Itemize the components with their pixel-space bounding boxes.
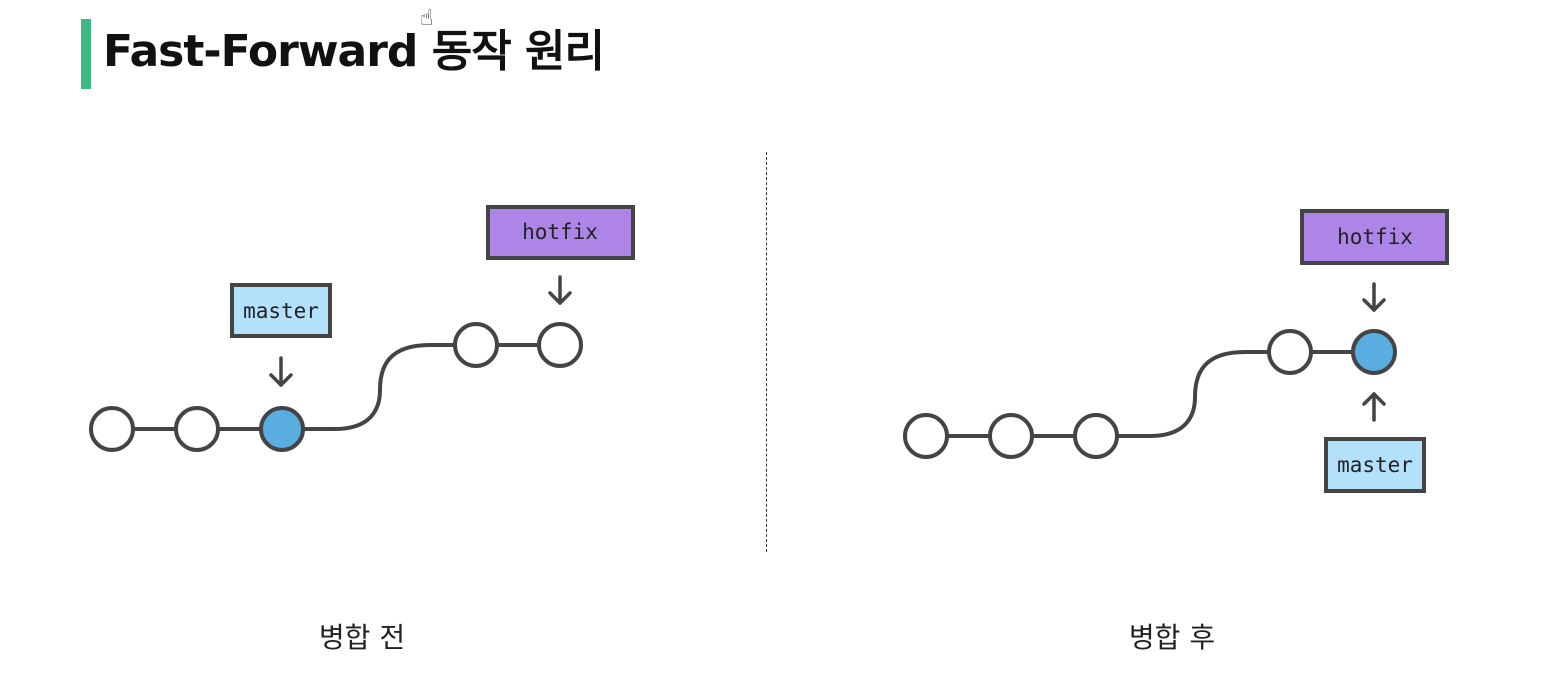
hotfix-branch-label: hotfix [1300, 209, 1449, 265]
arrow-up-icon [1362, 392, 1386, 422]
master-branch-label: master [1324, 437, 1426, 493]
commit-node [537, 322, 583, 368]
commit-node-current [259, 406, 305, 452]
commit-node-current [1351, 329, 1397, 375]
commit-node [453, 322, 499, 368]
commit-node [988, 413, 1034, 459]
commit-node [89, 406, 135, 452]
arrow-down-icon [269, 356, 293, 387]
commit-node [1267, 329, 1313, 375]
panel-divider [766, 152, 767, 552]
master-label-text: master [1337, 453, 1413, 477]
hotfix-label-text: hotfix [1337, 225, 1413, 249]
panel-after-merge: hotfix master [903, 209, 1449, 493]
master-branch-label: master [230, 283, 332, 338]
caption-after-merge: 병합 후 [1128, 621, 1216, 654]
master-label-text: master [243, 299, 319, 323]
commit-node [903, 413, 949, 459]
hand-cursor-icon: ☝ [420, 6, 434, 31]
commit-line [926, 350, 1374, 438]
panel-before-merge: master hotfix [89, 205, 635, 452]
arrow-down-icon [548, 275, 572, 305]
title-accent-bar [81, 19, 91, 89]
commit-node [174, 406, 220, 452]
caption-before-merge: 병합 전 [318, 621, 406, 654]
commit-node [1073, 413, 1119, 459]
page-title: Fast-Forward 동작 원리 [103, 26, 605, 77]
hotfix-label-text: hotfix [522, 220, 598, 244]
hotfix-branch-label: hotfix [486, 205, 635, 260]
commit-line [112, 343, 560, 431]
arrow-down-icon [1362, 282, 1386, 312]
